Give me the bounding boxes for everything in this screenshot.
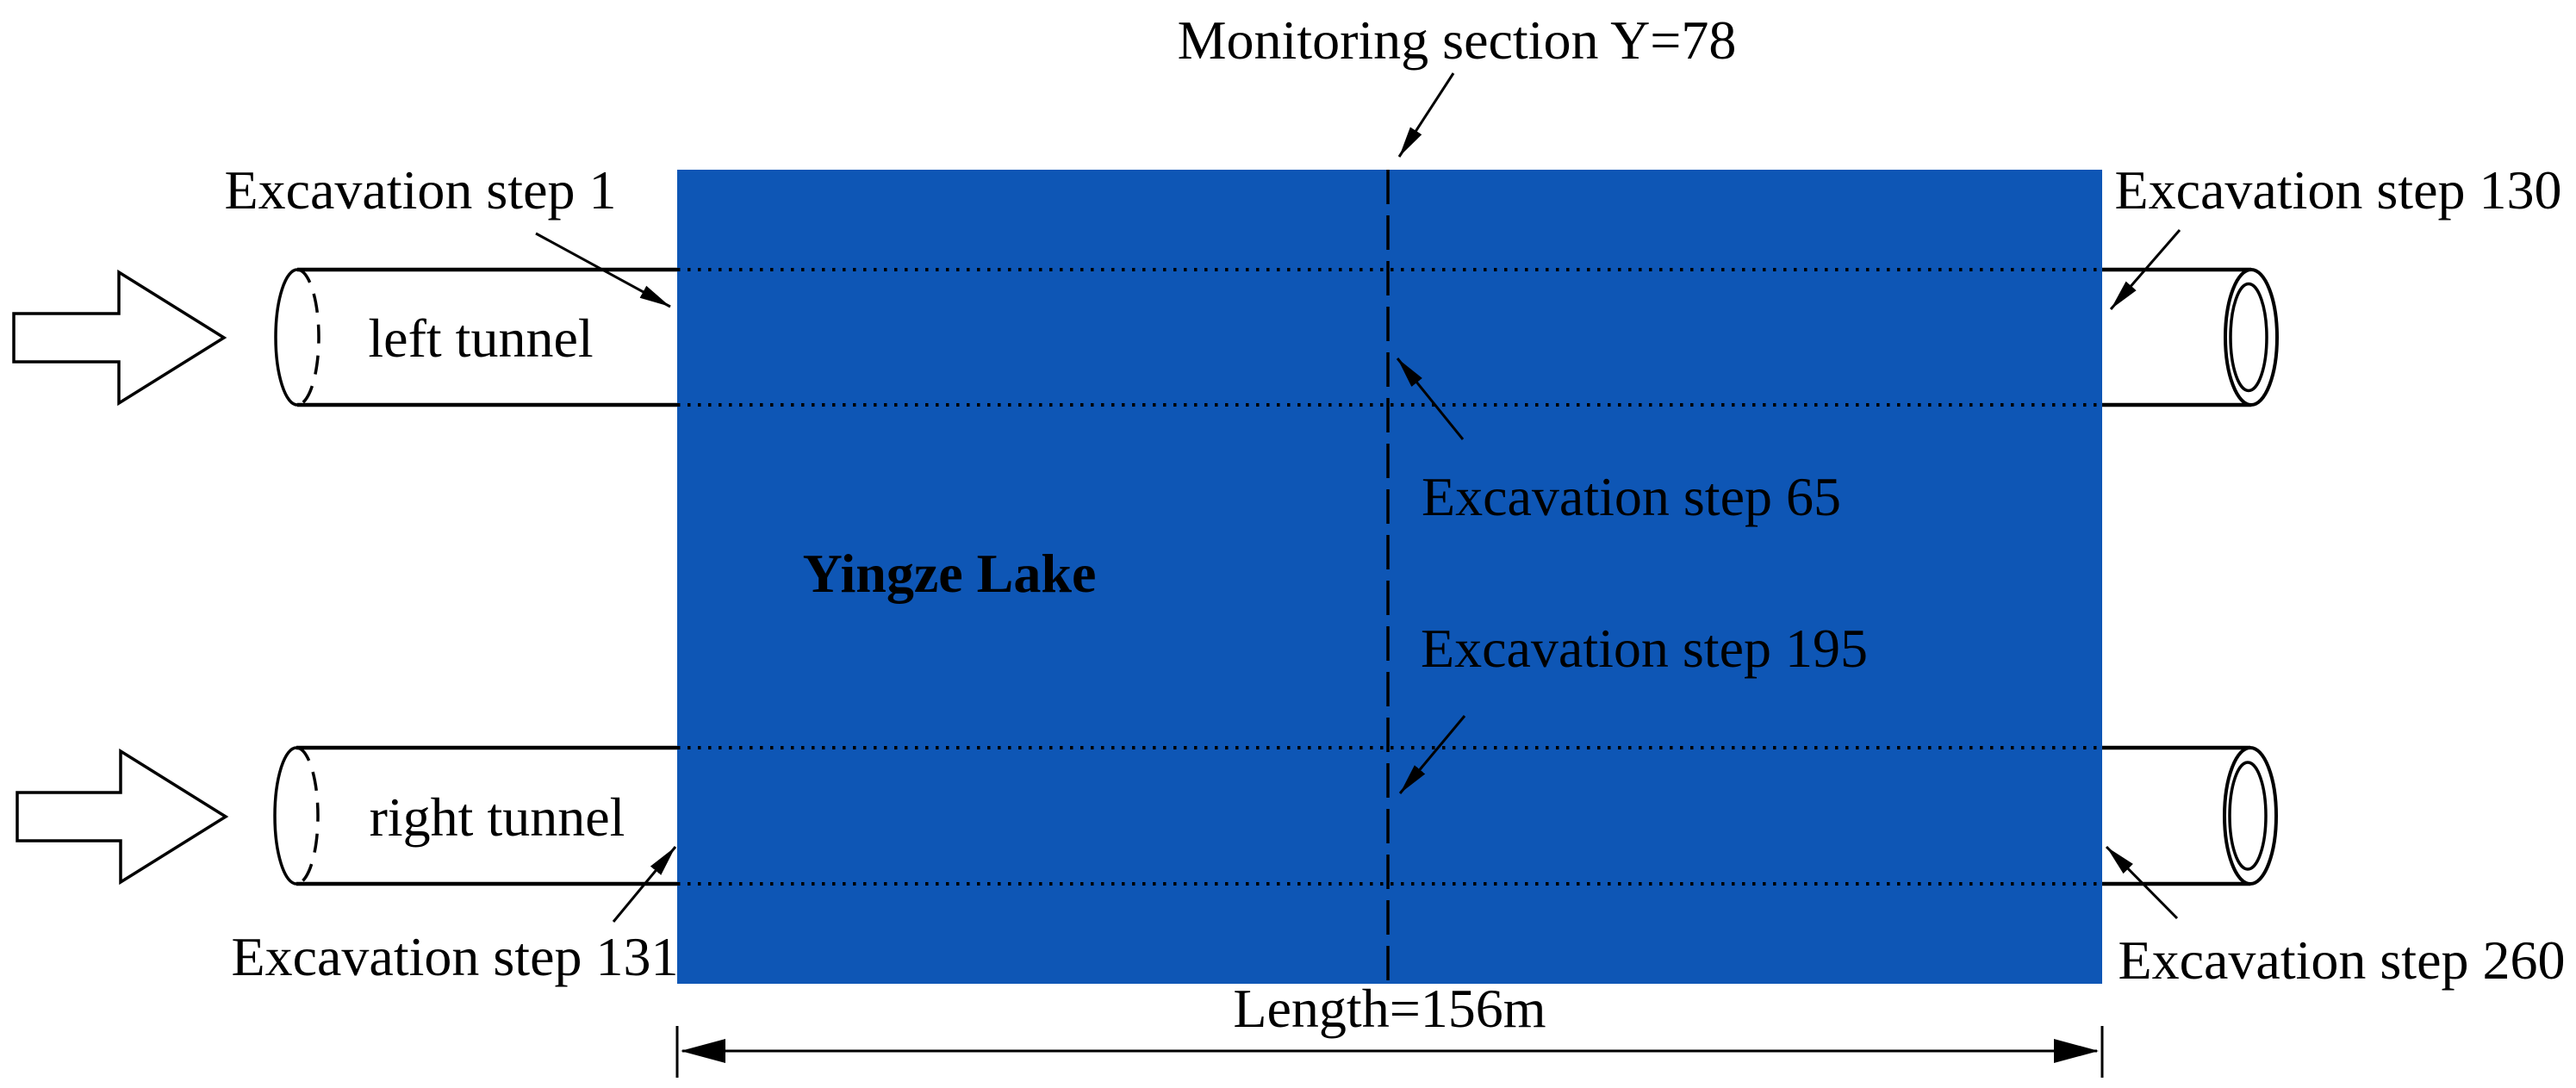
left-tunnel-end-ellipse-dashed bbox=[296, 268, 320, 407]
drive-direction-arrow-top bbox=[12, 269, 227, 407]
step1-label: Excavation step 1 bbox=[225, 159, 617, 221]
lake-rect bbox=[677, 170, 2102, 984]
step131-leader-arrow bbox=[612, 846, 677, 923]
step195-label: Excavation step 195 bbox=[1421, 618, 1868, 679]
step131-label: Excavation step 131 bbox=[232, 926, 679, 987]
step130-label: Excavation step 130 bbox=[2115, 159, 2562, 221]
step1-leader-arrow bbox=[535, 232, 671, 308]
right-tunnel-label: right tunnel bbox=[370, 786, 625, 848]
right-tunnel-exit-outer-ellipse bbox=[2223, 746, 2278, 886]
step260-label: Excavation step 260 bbox=[2119, 929, 2566, 991]
drive-direction-arrow-bottom bbox=[16, 748, 229, 886]
step65-label: Excavation step 65 bbox=[1422, 466, 1841, 527]
left-tunnel-exit-outer-ellipse bbox=[2224, 268, 2279, 407]
left-tunnel-label: left tunnel bbox=[368, 308, 593, 369]
step195-leader-arrow bbox=[1398, 715, 1466, 794]
length-label: Length=156m bbox=[1233, 978, 1546, 1039]
right-tunnel-end-ellipse-solid bbox=[273, 746, 297, 886]
dimension-arrowhead-left bbox=[681, 1039, 725, 1063]
step260-leader-arrow bbox=[2105, 845, 2179, 920]
monitoring-leader-arrow bbox=[1397, 72, 1455, 158]
left-tunnel-end-ellipse-solid bbox=[274, 268, 298, 407]
monitoring-section-label: Monitoring section Y=78 bbox=[1178, 9, 1737, 71]
step130-leader-arrow bbox=[2109, 229, 2181, 310]
left-tunnel-exit-inner-ellipse bbox=[2229, 282, 2268, 393]
dimension-arrowhead-right bbox=[2054, 1039, 2099, 1063]
lake-name-label: Yingze Lake bbox=[803, 543, 1097, 604]
right-tunnel-exit-inner-ellipse bbox=[2228, 761, 2268, 871]
right-tunnel-end-ellipse-dashed bbox=[296, 746, 320, 886]
step65-leader-arrow bbox=[1396, 357, 1465, 440]
